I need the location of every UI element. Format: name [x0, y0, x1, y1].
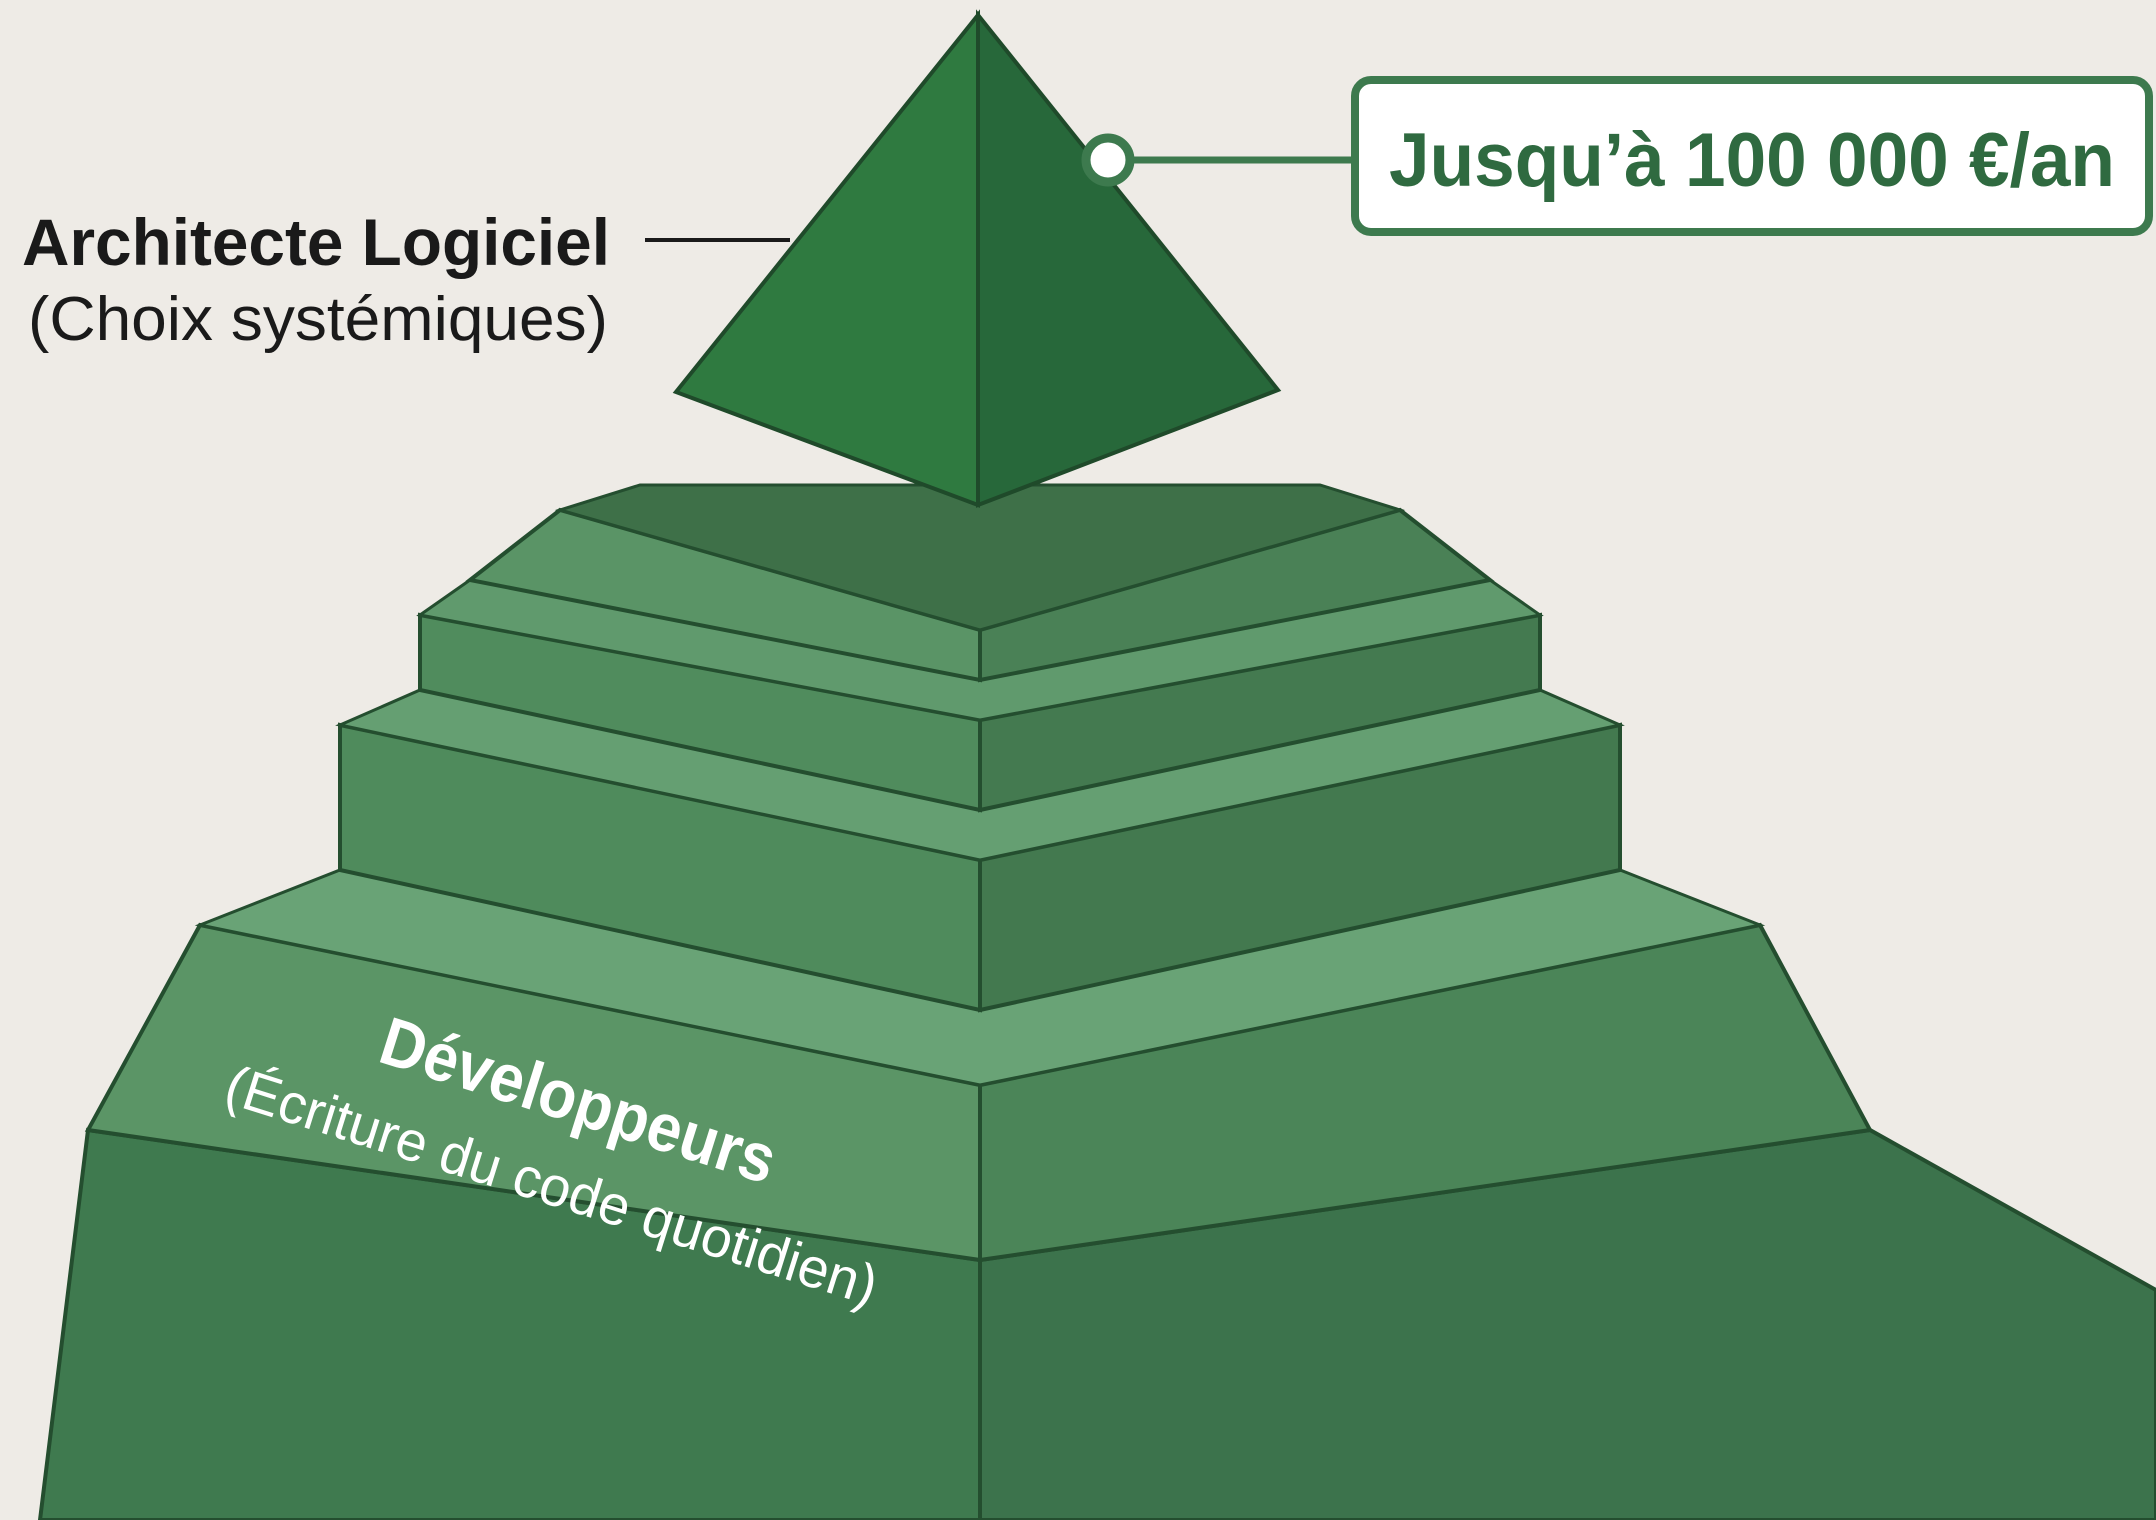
callout-box: Jusqu’à 100 000 €/an: [1351, 76, 2153, 236]
top-level-title: Architecte Logiciel: [22, 205, 610, 279]
pyramid-tier-middle-3: [465, 483, 1495, 683]
top-level-label: Architecte Logiciel (Choix systémiques): [22, 205, 790, 354]
callout-label: Jusqu’à 100 000 €/an: [1389, 118, 2115, 203]
callout-dot: [1081, 133, 1135, 187]
pyramid-tier-top: [672, 9, 1282, 508]
pyramid-tier-base: [37, 868, 2156, 1520]
top-level-subtitle: (Choix systémiques): [28, 285, 608, 354]
callout-connector: [1081, 133, 1355, 187]
